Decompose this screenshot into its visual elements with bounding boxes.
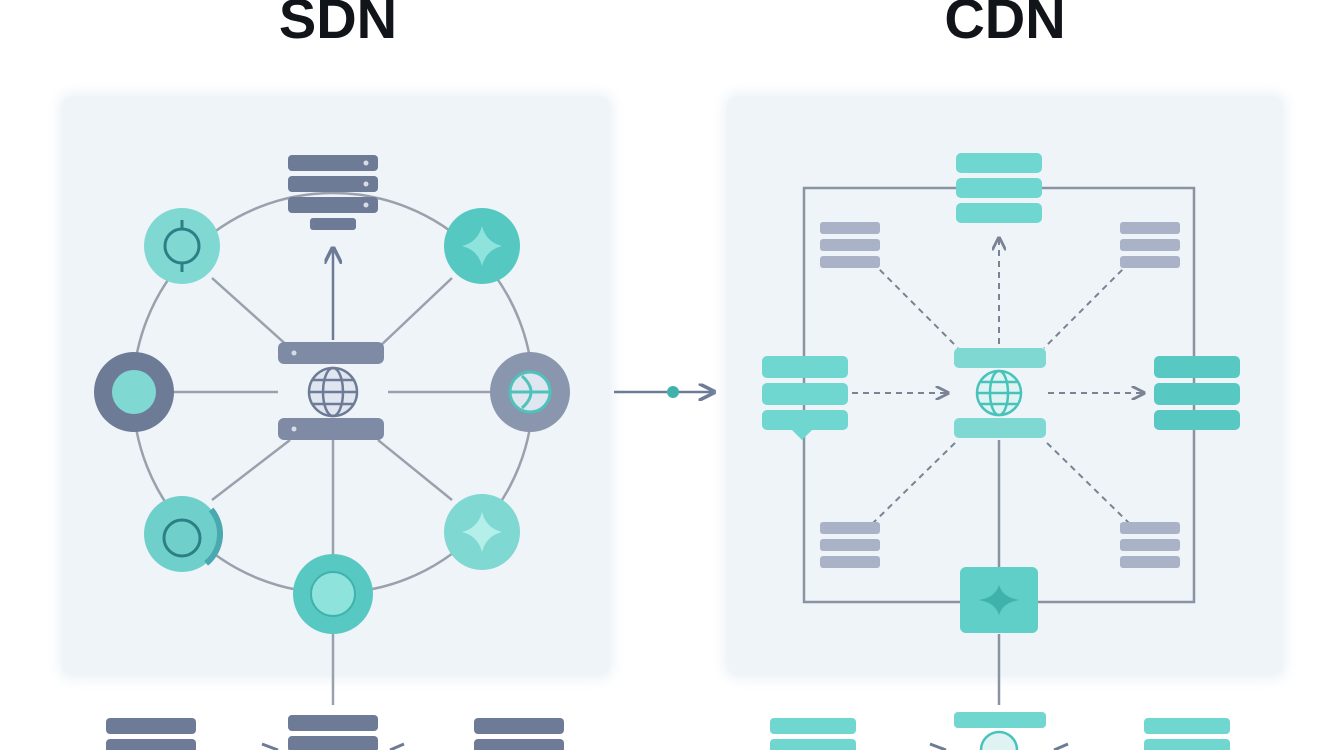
cdn-bottom-servers bbox=[770, 712, 1230, 750]
server-icon bbox=[106, 718, 196, 750]
cdn-switch bbox=[960, 567, 1038, 633]
cdn-edge-server-top-right bbox=[1120, 222, 1180, 268]
ring-icon bbox=[162, 518, 202, 558]
globe-icon bbox=[307, 366, 359, 418]
switch-icon bbox=[978, 585, 1020, 615]
server-icon bbox=[770, 718, 856, 750]
spoke-bottom-left bbox=[211, 439, 291, 501]
server-icon bbox=[288, 715, 378, 750]
sdn-title: SDN bbox=[278, 0, 398, 50]
sdn-top-server bbox=[288, 155, 378, 230]
cdn-right-server bbox=[1154, 356, 1240, 430]
server-icon bbox=[1144, 718, 1230, 750]
sdn-node-bottom bbox=[293, 554, 373, 634]
sdn-spokes bbox=[172, 277, 492, 705]
cdn-origin-server bbox=[956, 153, 1042, 223]
cdn-dashed-links bbox=[852, 238, 1144, 525]
sdn-node-left bbox=[94, 352, 174, 432]
sdn-node-right bbox=[490, 352, 570, 432]
panel-connector-arrow bbox=[614, 386, 714, 398]
shield-icon bbox=[163, 220, 201, 272]
sdn-node-bottom-right bbox=[444, 494, 520, 570]
spoke-top-right bbox=[377, 277, 453, 349]
cdn-edge-server-bottom-left bbox=[820, 522, 880, 568]
sdn-bottom-servers bbox=[106, 715, 564, 750]
sparkle-icon bbox=[462, 226, 502, 266]
globe-icon bbox=[975, 369, 1023, 417]
sparkle-icon bbox=[462, 512, 502, 552]
cdn-central-node bbox=[954, 348, 1046, 438]
circle-icon bbox=[310, 571, 356, 617]
cdn-title: CDN bbox=[944, 0, 1066, 50]
globe-icon bbox=[508, 370, 552, 414]
spoke-top-left bbox=[211, 277, 291, 349]
server-icon bbox=[474, 718, 564, 750]
circle-icon bbox=[112, 370, 156, 414]
sdn-node-top-left bbox=[144, 208, 220, 284]
sdn-node-bottom-left bbox=[141, 493, 223, 575]
spoke-bottom-right bbox=[377, 439, 453, 501]
cdn-edge-server-top-left bbox=[820, 222, 880, 268]
server-icon bbox=[954, 712, 1046, 750]
cdn-left-server bbox=[762, 356, 848, 440]
sdn-controller bbox=[278, 342, 384, 440]
sdn-node-top-right bbox=[444, 208, 520, 284]
cdn-edge-server-bottom-right bbox=[1120, 522, 1180, 568]
